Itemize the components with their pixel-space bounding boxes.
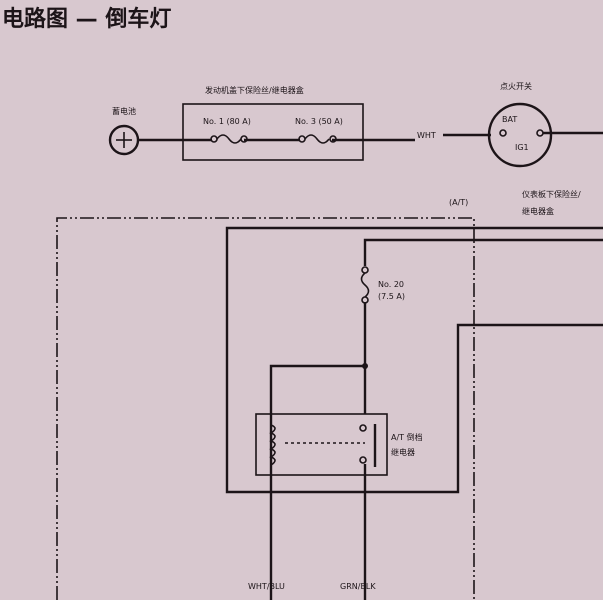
bat-terminal-icon xyxy=(499,129,507,137)
bat-label: BAT xyxy=(502,115,517,124)
relay-label-2: 继电器 xyxy=(391,447,415,457)
battery-label: 蓄电池 xyxy=(112,106,136,116)
relay-coil-icon xyxy=(269,424,276,466)
wire-wht-label: WHT xyxy=(417,131,436,140)
at-boundary xyxy=(56,217,475,600)
dash-fuse-box-label-2: 继电器盒 xyxy=(522,206,554,216)
relay-label: A/T 倒档 xyxy=(391,432,423,442)
fuse-20-rating: (7.5 A) xyxy=(378,292,405,301)
dash-fuse-box-label: 仪表板下保险丝/ xyxy=(522,189,581,199)
page-title: 电路图 — 倒车灯 xyxy=(2,6,171,32)
fuse-20-label: No. 20 xyxy=(378,280,404,289)
wire-wht-blu-label: WHT/BLU xyxy=(248,582,285,591)
ignition-switch-symbol xyxy=(487,102,553,168)
ig1-label: IG1 xyxy=(515,143,529,152)
relay-contact-icon xyxy=(359,424,367,432)
ig1-terminal-icon xyxy=(536,129,544,137)
battery-symbol xyxy=(108,124,140,156)
wire-grn-blk-label: GRN/BLK xyxy=(340,582,376,591)
at-label: (A/T) xyxy=(449,198,468,207)
fuse-3-icon xyxy=(298,134,337,144)
wire xyxy=(269,238,603,600)
fuse-1-icon xyxy=(210,134,248,144)
engine-fuse-box-label: 发动机盖下保险丝/继电器盒 xyxy=(205,85,304,95)
fuse-1-label: No. 1 (80 A) xyxy=(203,117,251,126)
relay-box xyxy=(255,413,388,476)
ignition-switch-label: 点火开关 xyxy=(500,81,532,91)
fuse-3-label: No. 3 (50 A) xyxy=(295,117,343,126)
engine-fuse-box xyxy=(182,103,364,161)
fuse-20-icon xyxy=(360,266,370,304)
dash-fuse-box-outline xyxy=(225,226,603,494)
relay-contact-icon xyxy=(359,456,367,464)
junction-dot xyxy=(362,363,368,369)
